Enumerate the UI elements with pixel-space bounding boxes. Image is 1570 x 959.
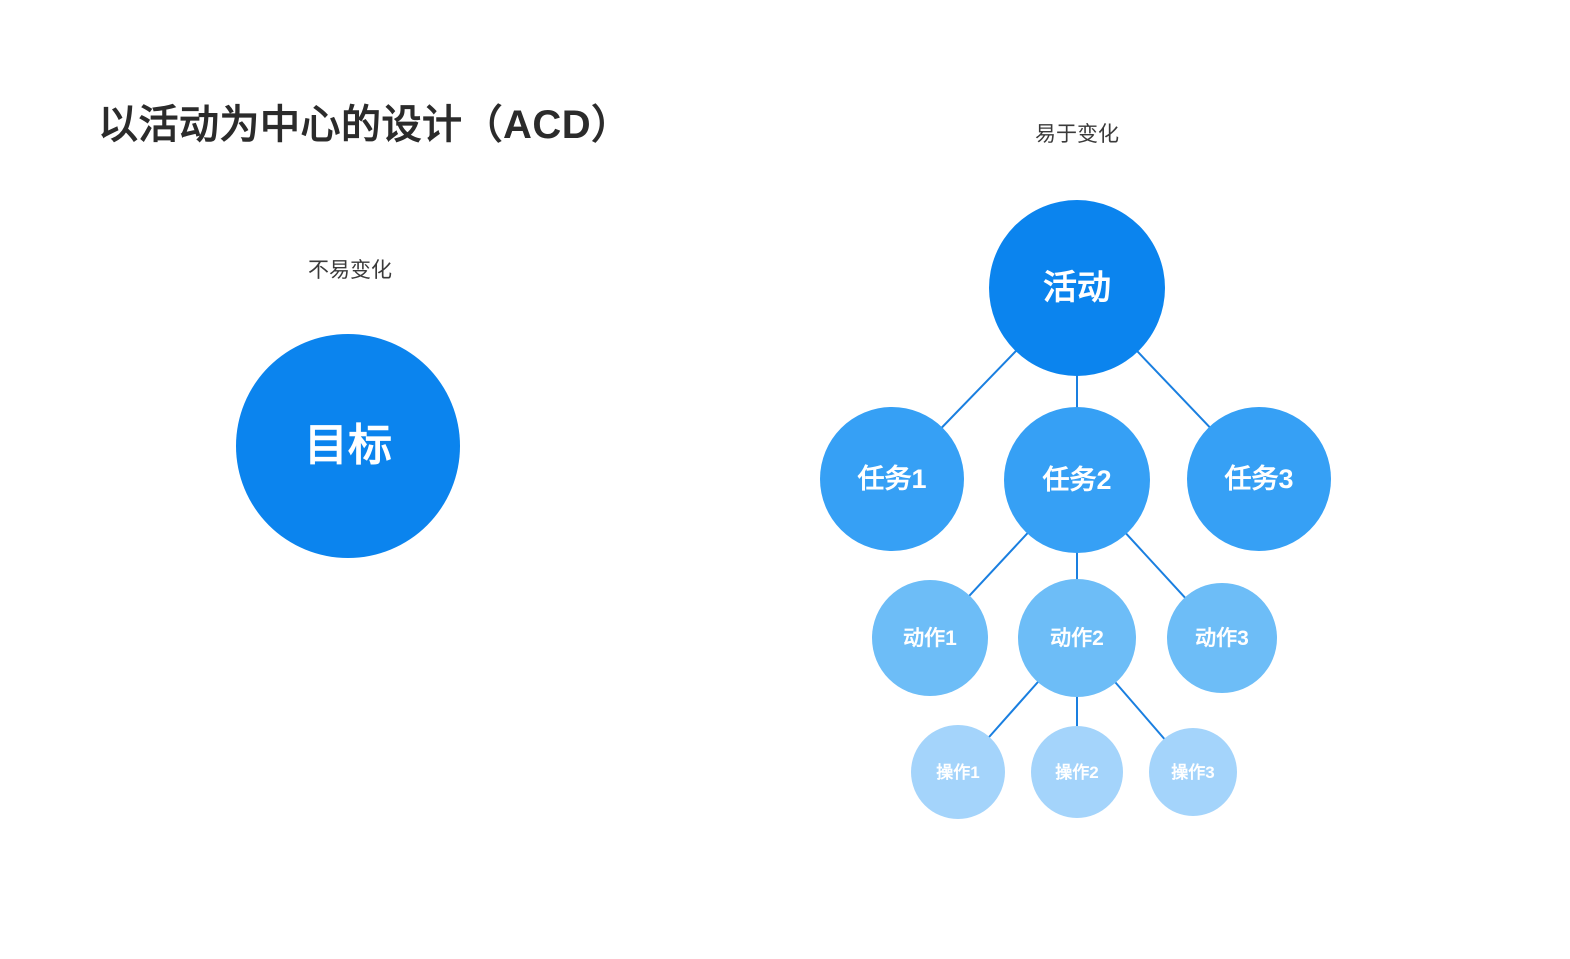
caption-easily-changed: 易于变化	[1035, 123, 1119, 146]
node-label-goal: 目标	[304, 421, 392, 470]
node-a1[interactable]: 动作1	[872, 580, 988, 696]
edge-a2-to-o3	[1113, 680, 1166, 741]
node-a2[interactable]: 动作2	[1018, 579, 1136, 697]
node-label-o3: 操作3	[1171, 762, 1215, 782]
node-act[interactable]: 活动	[989, 200, 1165, 376]
node-label-act: 活动	[1043, 269, 1111, 307]
node-o1[interactable]: 操作1	[911, 725, 1005, 819]
edge-t2-to-a3	[1124, 532, 1187, 600]
edge-act-to-t1	[940, 349, 1018, 430]
node-goal[interactable]: 目标	[236, 334, 460, 558]
node-label-t3: 任务3	[1224, 463, 1294, 494]
node-o2[interactable]: 操作2	[1031, 726, 1123, 818]
node-t1[interactable]: 任务1	[820, 407, 964, 551]
page-title: 以活动为中心的设计（ACD）	[98, 103, 632, 147]
node-label-a2: 动作2	[1050, 626, 1104, 650]
edge-t2-to-a1	[967, 531, 1029, 598]
edge-a2-to-o1	[987, 680, 1040, 739]
node-a3[interactable]: 动作3	[1167, 583, 1277, 693]
node-label-a1: 动作1	[903, 626, 957, 650]
caption-not-easily-changed: 不易变化	[308, 259, 392, 282]
node-t2[interactable]: 任务2	[1004, 407, 1150, 553]
node-label-o2: 操作2	[1055, 762, 1099, 782]
node-t3[interactable]: 任务3	[1187, 407, 1331, 551]
edge-act-to-t3	[1136, 349, 1212, 429]
node-label-o1: 操作1	[936, 762, 980, 782]
node-label-t2: 任务2	[1042, 464, 1112, 495]
node-label-a3: 动作3	[1195, 626, 1249, 650]
node-o3[interactable]: 操作3	[1149, 728, 1237, 816]
node-label-t1: 任务1	[857, 463, 927, 494]
